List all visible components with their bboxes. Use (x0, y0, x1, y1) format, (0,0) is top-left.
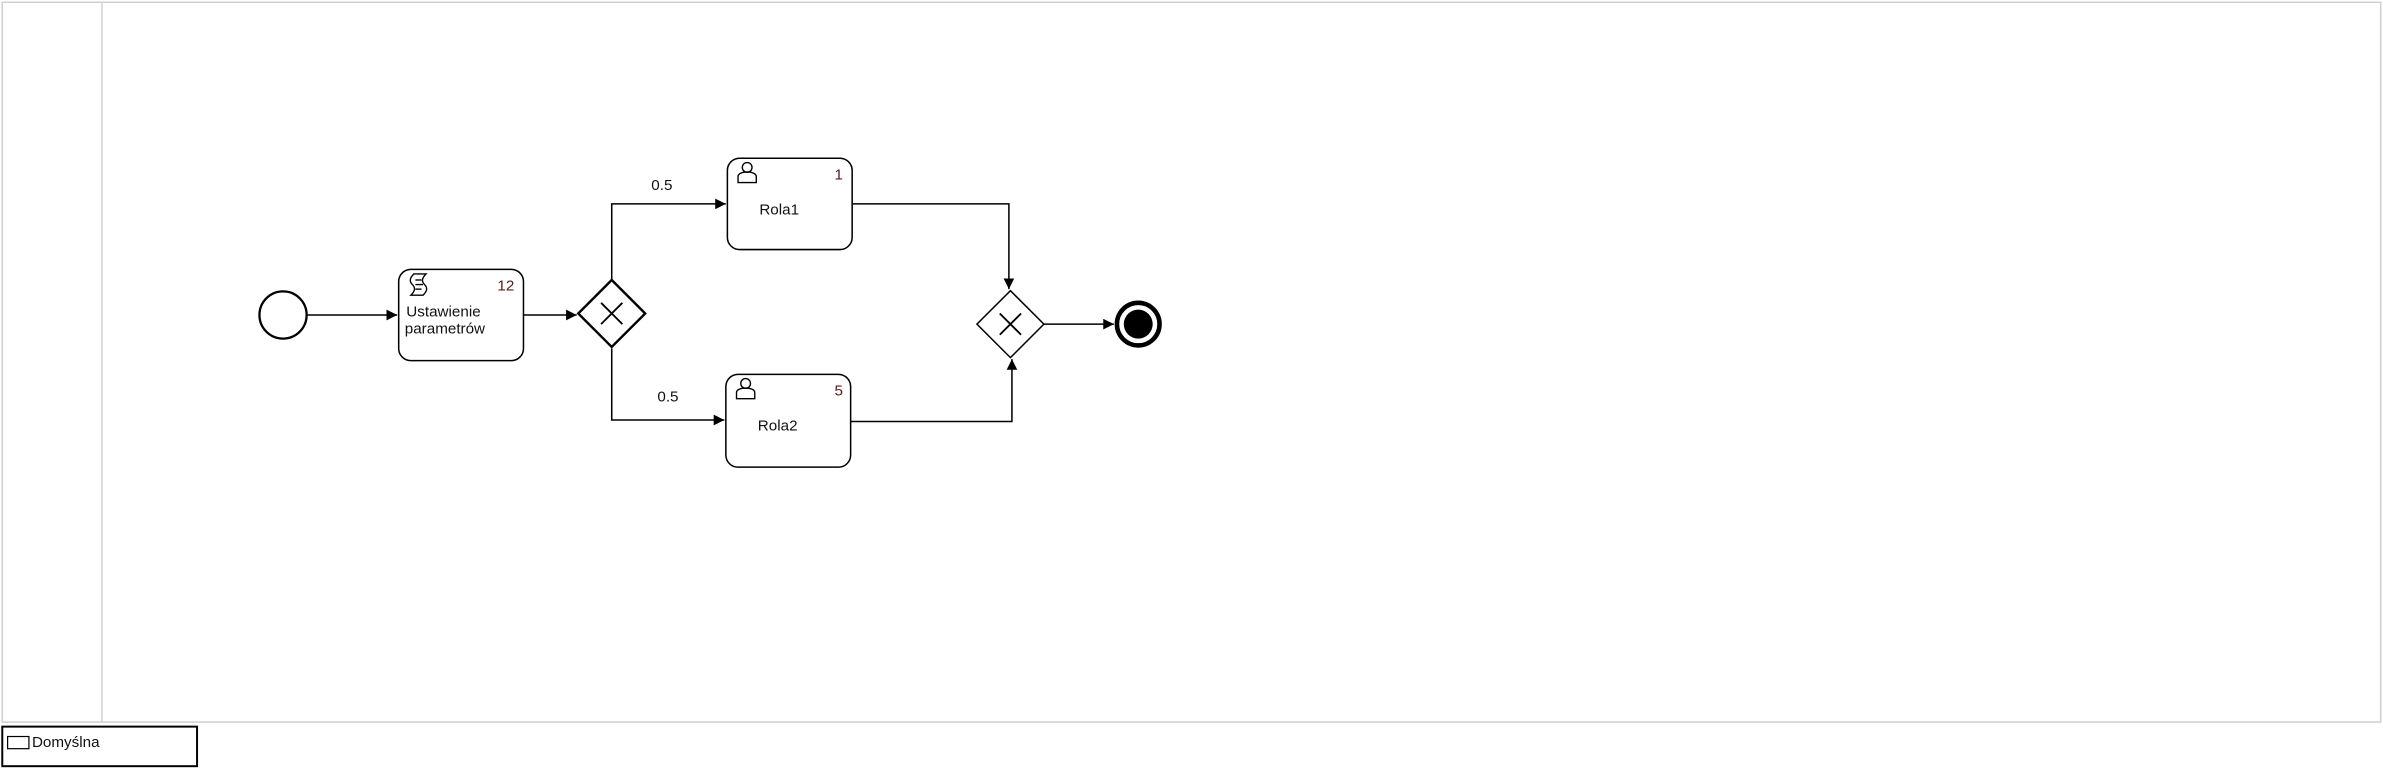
task-rola2[interactable]: 5 Rola2 (725, 373, 852, 468)
pool-frame (1, 1, 2382, 723)
task-label: Rola2 (758, 418, 798, 435)
flow-gateway-to-rola2[interactable] (610, 348, 725, 426)
flow-probability-rola1: 0.5 (651, 177, 672, 194)
legend-label: Domyślna (32, 734, 100, 751)
user-icon (737, 161, 757, 184)
task-ustawienie-parametrow[interactable]: 12 Ustawienie parametrów (397, 268, 525, 362)
exclusive-gateway-split[interactable] (576, 278, 647, 349)
task-label: Rola1 (759, 202, 799, 219)
end-event[interactable] (1114, 300, 1162, 348)
task-label-line1: Ustawienie (406, 304, 480, 321)
user-icon (735, 377, 756, 400)
task-count: 12 (497, 278, 514, 295)
x-icon (999, 312, 1022, 336)
flow-rola2-to-join[interactable] (850, 359, 1018, 423)
flow-probability-rola2: 0.5 (657, 389, 678, 406)
task-rola1[interactable]: 1 Rola1 (726, 157, 853, 251)
task-label-line2: parametrów (405, 320, 486, 337)
x-icon (600, 302, 624, 325)
flow-gateway-to-rola1[interactable] (610, 198, 726, 281)
exclusive-gateway-join[interactable] (975, 289, 1045, 359)
task-count: 5 (835, 383, 843, 400)
legend: Domyślna (1, 725, 199, 768)
task-count: 1 (835, 167, 843, 184)
start-event[interactable] (258, 290, 308, 340)
flow-rola1-to-join[interactable] (852, 203, 1015, 290)
script-icon (409, 273, 428, 296)
lane-swatch-icon (6, 735, 30, 750)
